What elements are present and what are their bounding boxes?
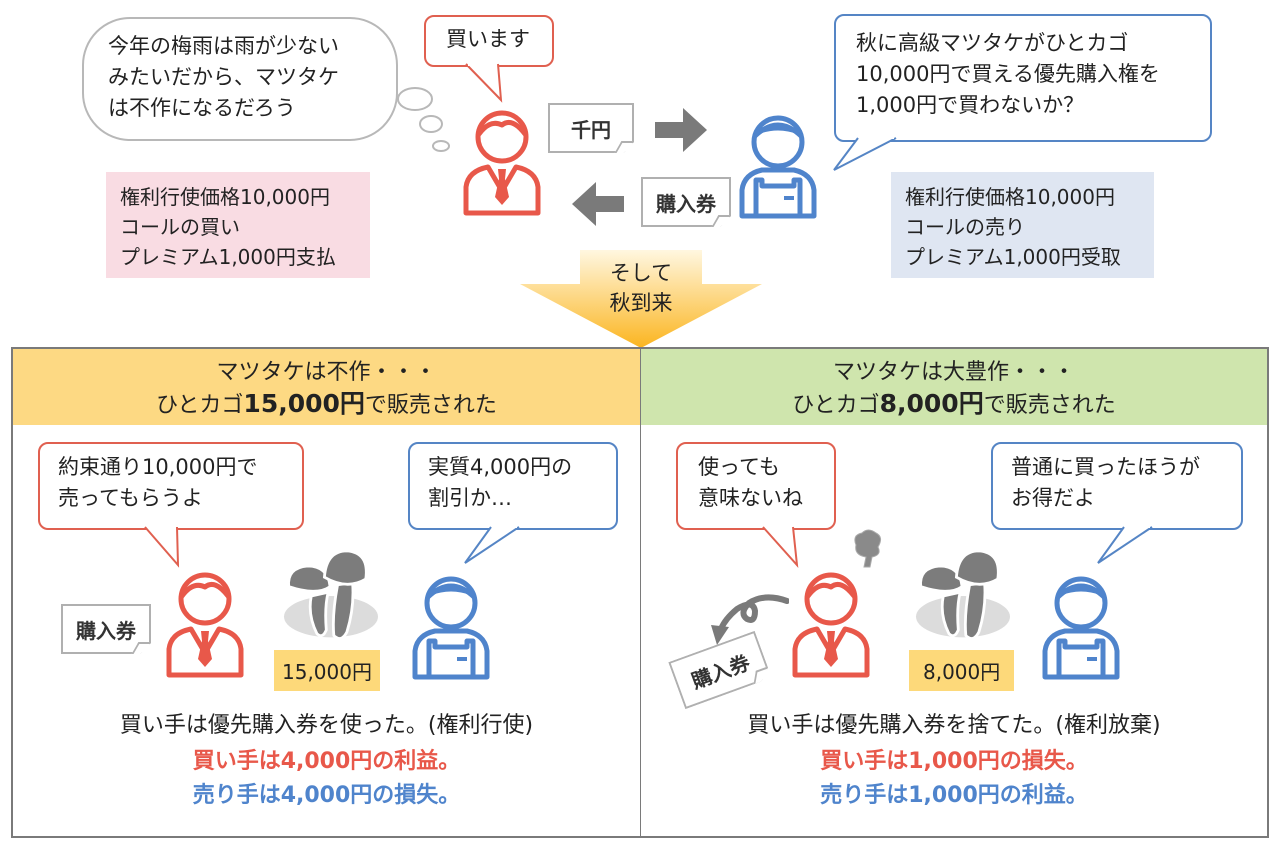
right-seller-line-2: お得だよ — [1011, 486, 1095, 510]
right-buyer-line-2: 意味ないね — [698, 486, 803, 510]
right-summary: 買い手は優先購入券を捨てた。(権利放棄) — [747, 713, 1161, 738]
transition-text: そして 秋到来 — [560, 258, 722, 318]
seller-speech-bubble: 秋に高級マツタケがひとカゴ 10,000円で買える優先購入権を 1,000円で買… — [834, 14, 1212, 142]
left-seller-line-1: 実質4,000円の — [428, 455, 573, 479]
right-seller-person-icon — [1039, 571, 1123, 681]
seller-speech-line-2: 10,000円で買える優先購入権を — [856, 62, 1160, 86]
seller-info-line-3: プレミアム1,000円受取 — [905, 245, 1121, 269]
sigh-puff-icon — [854, 529, 882, 568]
right-seller-speech-bubble: 普通に買ったほうが お得だよ — [991, 442, 1243, 530]
left-buyer-line-2: 売ってもらうよ — [58, 486, 203, 510]
good-header-price: 8,000円 — [879, 389, 984, 418]
seller-speech-tail — [833, 135, 897, 171]
right-seller-result: 売り手は1,000円の利益。 — [820, 783, 1088, 808]
right-buyer-result: 買い手は1,000円の損失。 — [820, 749, 1088, 774]
scenario-good-harvest-panel: マツタケは大豊作・・・ ひとカゴ8,000円で販売された 使っても 意味ないね … — [640, 347, 1269, 838]
buyer-info-line-1: 権利行使価格10,000円 — [120, 185, 330, 209]
seller-speech-line-1: 秋に高級マツタケがひとカゴ — [856, 31, 1129, 55]
left-seller-result: 売り手は4,000円の損失。 — [192, 783, 461, 808]
buyer-info-line-2: コールの買い — [120, 215, 240, 239]
right-seller-line-1: 普通に買ったほうが — [1011, 455, 1200, 479]
left-buyer-person-icon — [163, 569, 247, 679]
good-header-post: で販売された — [983, 393, 1116, 418]
left-buyer-tail — [144, 524, 180, 568]
buyer-speech-tail — [465, 62, 503, 103]
seller-info-box: 権利行使価格10,000円 コールの売り プレミアム1,000円受取 — [891, 172, 1154, 278]
right-seller-tail — [1097, 524, 1153, 564]
money-ticket: 千円 — [548, 103, 634, 153]
good-harvest-header: マツタケは大豊作・・・ ひとカゴ8,000円で販売された — [641, 349, 1267, 425]
buyer-speech-text: 買います — [446, 27, 530, 51]
left-price-tag: 15,000円 — [274, 650, 380, 691]
transition-arrow-icon — [520, 250, 762, 348]
poor-header-line-1: マツタケは不作・・・ — [216, 360, 437, 385]
buyer-info-line-3: プレミアム1,000円支払 — [120, 245, 336, 269]
poor-header-line-2: ひとカゴ15,000円で販売された — [13, 388, 640, 421]
left-buyer-result: 買い手は4,000円の利益。 — [192, 749, 461, 774]
buyer-person-icon — [460, 107, 544, 217]
transition-line-1: そして — [609, 261, 673, 285]
left-buyer-line-1: 約束通り10,000円で — [58, 455, 258, 479]
thought-line-2: みたいだから、マツタケ — [108, 65, 339, 89]
left-summary: 買い手は優先購入券を使った。(権利行使) — [119, 713, 534, 738]
arrow-left-icon — [572, 182, 624, 226]
right-mushroom-icon — [911, 549, 1015, 643]
arrow-right-icon — [655, 108, 707, 152]
buyer-info-box: 権利行使価格10,000円 コールの買い プレミアム1,000円支払 — [106, 172, 370, 278]
poor-header-pre: ひとカゴ — [156, 393, 244, 418]
left-mushroom-icon — [279, 549, 383, 643]
right-buyer-line-1: 使っても — [698, 455, 780, 479]
transition-line-2: 秋到来 — [609, 291, 673, 315]
seller-speech-line-3: 1,000円で買わないか？ — [856, 93, 1085, 117]
right-price-tag: 8,000円 — [909, 650, 1015, 691]
thought-bubble: 今年の梅雨は雨が少ない みたいだから、マツタケ は不作になるだろう — [82, 17, 398, 141]
poor-harvest-header: マツタケは不作・・・ ひとカゴ15,000円で販売された — [13, 349, 640, 425]
scenario-poor-harvest-panel: マツタケは不作・・・ ひとカゴ15,000円で販売された 約束通り10,000円… — [11, 347, 641, 838]
thought-line-1: 今年の梅雨は雨が少ない — [108, 34, 339, 58]
thought-line-3: は不作になるだろう — [108, 96, 296, 120]
right-buyer-person-icon — [789, 569, 873, 679]
left-seller-speech-bubble: 実質4,000円の 割引か… — [408, 442, 618, 530]
left-voucher-ticket: 購入券 — [61, 604, 151, 654]
throw-arrow-icon — [711, 594, 789, 645]
good-header-pre: ひとカゴ — [792, 393, 880, 418]
thought-dots — [397, 87, 450, 152]
seller-person-icon — [736, 110, 820, 220]
left-buyer-speech-bubble: 約束通り10,000円で 売ってもらうよ — [38, 442, 304, 530]
left-seller-person-icon — [409, 571, 493, 681]
right-buyer-tail — [762, 524, 799, 568]
seller-info-line-1: 権利行使価格10,000円 — [905, 185, 1115, 209]
poor-header-price: 15,000円 — [243, 389, 365, 418]
left-seller-tail — [464, 524, 520, 564]
voucher-ticket: 購入券 — [641, 177, 731, 227]
left-seller-line-2: 割引か… — [428, 486, 512, 510]
good-header-line-1: マツタケは大豊作・・・ — [832, 360, 1075, 385]
poor-header-post: で販売された — [364, 393, 497, 418]
seller-info-line-2: コールの売り — [905, 215, 1025, 239]
good-header-line-2: ひとカゴ8,000円で販売された — [641, 388, 1267, 421]
right-buyer-speech-bubble: 使っても 意味ないね — [676, 442, 836, 530]
